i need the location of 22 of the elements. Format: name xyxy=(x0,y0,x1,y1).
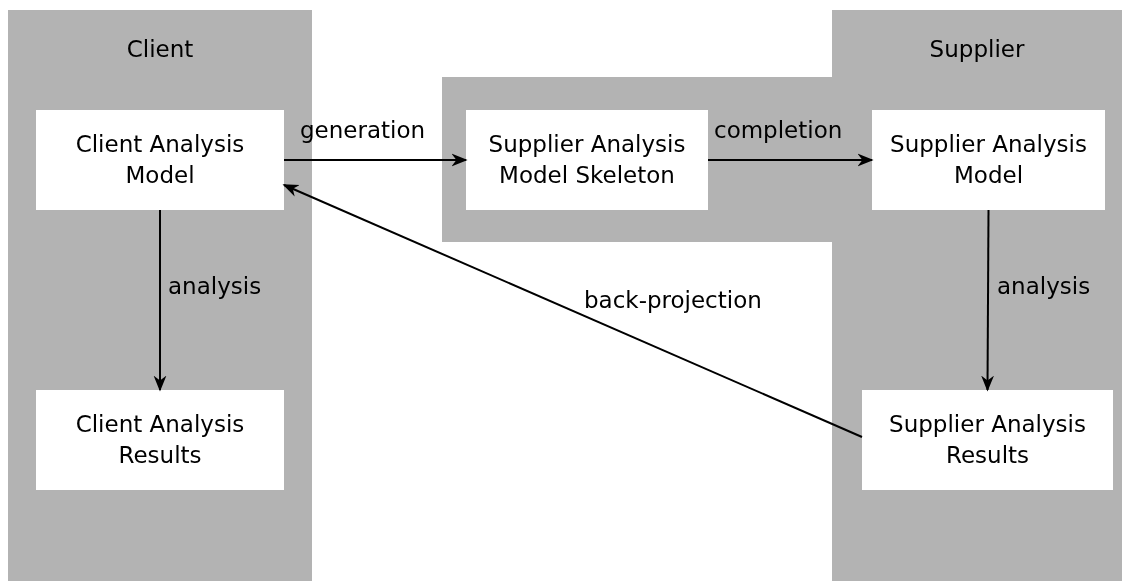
process-box xyxy=(862,390,1113,490)
process-box xyxy=(466,110,708,210)
box-label: Client Analysis Results xyxy=(74,410,246,470)
process-box xyxy=(872,110,1105,210)
box-label: Supplier Analysis Model Skeleton xyxy=(487,130,687,190)
edge-label: generation xyxy=(300,116,426,144)
edge-label: analysis xyxy=(168,272,262,300)
arrow xyxy=(283,153,468,167)
box-label: Supplier Analysis Model xyxy=(889,130,1088,190)
arrow xyxy=(282,184,863,438)
edge-label: back-projection xyxy=(584,286,762,314)
arrow xyxy=(707,153,874,167)
process-box xyxy=(36,110,284,210)
lane-title: Client xyxy=(125,35,195,64)
edge-label: completion xyxy=(714,116,843,144)
process-box xyxy=(36,390,284,490)
arrow xyxy=(153,209,167,392)
box-label: Supplier Analysis Results xyxy=(888,410,1087,470)
edge-label: analysis xyxy=(997,272,1091,300)
lane-title: Supplier xyxy=(928,35,1026,64)
box-label: Client Analysis Model xyxy=(74,130,246,190)
arrow xyxy=(981,209,994,392)
